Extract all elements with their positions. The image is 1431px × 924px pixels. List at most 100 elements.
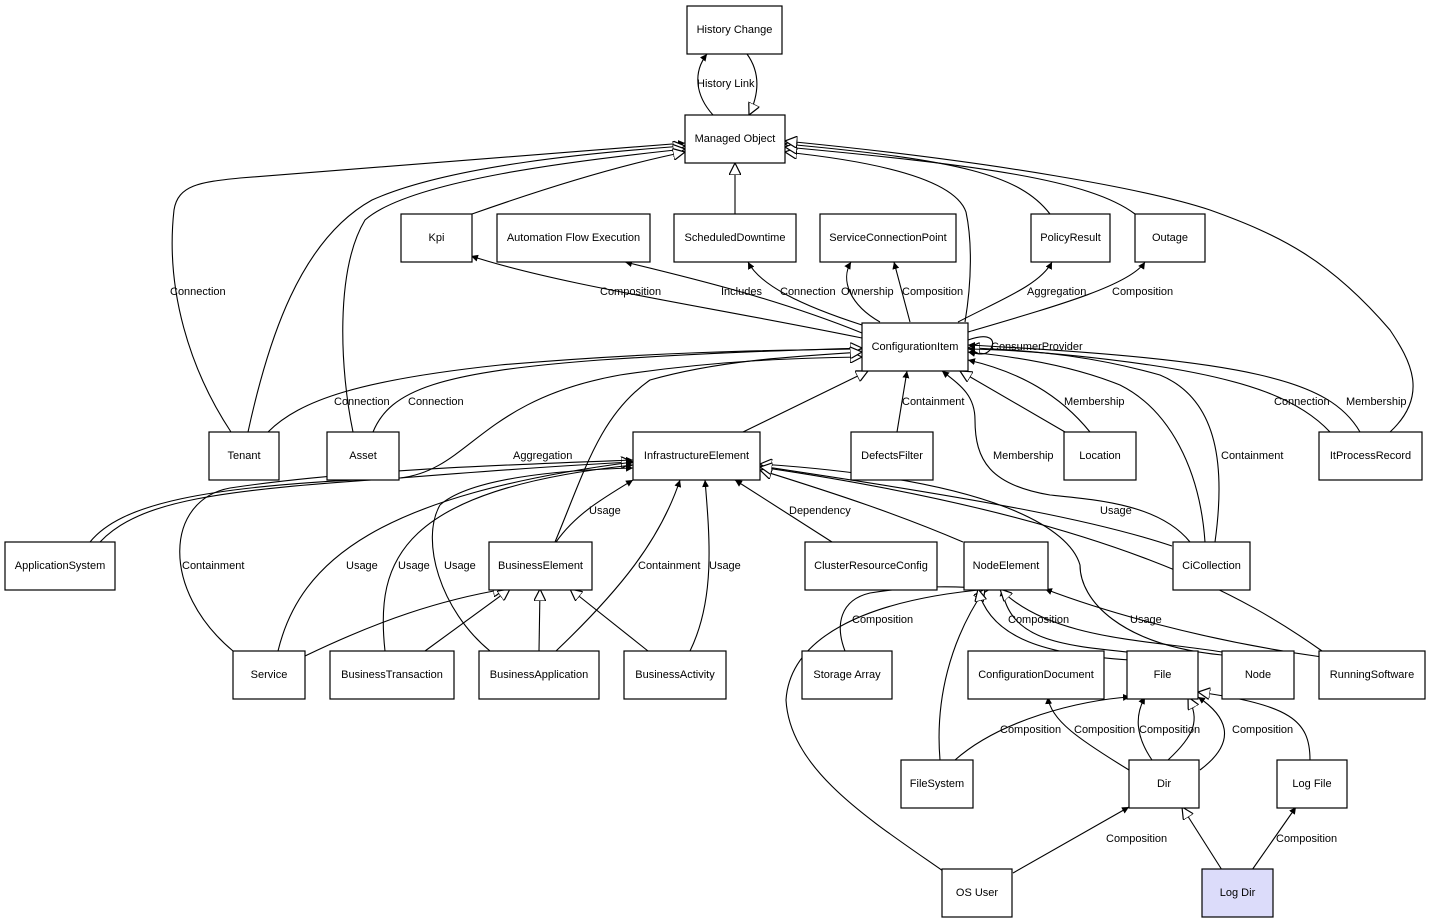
node-node-element[interactable]: NodeElement [963,541,1049,591]
label-cicoll-membership: Membership [993,450,1054,462]
node-business-activity[interactable]: BusinessActivity [623,650,727,700]
label-cicoll-containment: Containment [1221,450,1283,462]
node-file-system[interactable]: FileSystem [900,759,974,809]
label-kpi-composition: Composition [600,286,661,298]
label-afe-includes: Includes [721,286,762,298]
label-scp-ownership: Ownership [841,286,894,298]
node-service-connection-point[interactable]: ServiceConnectionPoint [819,213,957,263]
edge-ci-scp-ownership [844,261,881,323]
node-log-file[interactable]: Log File [1276,759,1348,809]
label-consumer-provider: ConsumerProvider [991,341,1083,353]
node-managed-object[interactable]: Managed Object [684,114,786,164]
node-label: NodeElement [973,560,1040,572]
label-be-usage: Usage [589,505,621,517]
label-service-usage: Usage [346,560,378,572]
node-asset[interactable]: Asset [326,431,400,481]
node-label: ConfigurationItem [872,341,959,353]
label-bact-usage: Usage [709,560,741,572]
edge-osuser-ne [785,589,990,872]
node-location[interactable]: Location [1063,431,1137,481]
label-tenant-ci-connection: Connection [334,396,390,408]
node-label: ItProcessRecord [1330,450,1411,462]
label-tenant-connection: Connection [170,286,226,298]
node-defects-filter[interactable]: DefectsFilter [850,431,934,481]
node-policy-result[interactable]: PolicyResult [1030,213,1111,263]
node-dir[interactable]: Dir [1128,759,1200,809]
node-label: Node [1245,669,1271,681]
edge-file-ne-composition [999,588,1128,653]
node-application-system[interactable]: ApplicationSystem [4,541,116,591]
node-tenant[interactable]: Tenant [208,431,280,481]
node-cluster-resource-config[interactable]: ClusterResourceConfig [804,541,938,591]
edge-location-ci-membership [967,358,1091,433]
node-business-application[interactable]: BusinessApplication [478,650,600,700]
node-file[interactable]: File [1126,650,1199,700]
node-it-process-record[interactable]: ItProcessRecord [1318,431,1423,481]
node-history-change[interactable]: History Change [686,5,783,55]
label-dir-cd-composition: Composition [1074,724,1135,736]
edge-ba-be [539,589,540,652]
node-label: ClusterResourceConfig [814,560,928,572]
edge-bact-be [570,589,649,652]
node-running-software[interactable]: RunningSoftware [1318,650,1426,700]
edge-be-ci [554,352,862,543]
edge-dir-cd-composition [1045,696,1130,771]
edge-cluster-ie-dependency [734,479,833,543]
edge-cicoll-ci-membership [941,370,1191,543]
edge-dir-file-composition-2 [1197,696,1226,771]
edge-bt-ie-usage [382,462,634,652]
label-osuser-composition: Composition [1106,833,1167,845]
node-label: ServiceConnectionPoint [829,232,946,244]
label-ba-containment: Containment [638,560,700,572]
node-service[interactable]: Service [232,650,306,700]
node-label: BusinessTransaction [341,669,443,681]
node-outage[interactable]: Outage [1134,213,1206,263]
edge-service-be [304,589,505,657]
label-storage-composition: Composition [852,614,913,626]
edge-policy-mo [785,144,1051,215]
node-os-user[interactable]: OS User [941,868,1013,918]
edge-ci-mo [785,152,971,323]
node-infrastructure-element[interactable]: InfrastructureElement [632,431,761,481]
edge-logdir-dir [1182,807,1223,871]
node-label: CiCollection [1182,560,1241,572]
node-label: File [1154,669,1172,681]
node-storage-array[interactable]: Storage Array [801,650,893,700]
label-history-link: History Link [697,78,755,90]
node-scheduled-downtime[interactable]: ScheduledDowntime [673,213,797,263]
label-sd-connection: Connection [780,286,836,298]
node-configuration-item[interactable]: ConfigurationItem [861,322,969,372]
node-automation-flow-execution[interactable]: Automation Flow Execution [496,213,651,263]
node-label: Dir [1157,778,1171,790]
node-label: Managed Object [695,133,776,145]
node-label: Outage [1152,232,1188,244]
node-label: InfrastructureElement [644,450,749,462]
edge-filesystem-file-composition [954,693,1131,761]
edge-tenant-mo-generalization [247,146,685,433]
edge-ci-afe-includes [624,260,863,334]
node-configuration-document[interactable]: ConfigurationDocument [967,650,1105,700]
edge-defects-ci-containment [896,370,910,433]
node-label: Kpi [429,232,445,244]
edge-bt-be [424,589,510,652]
edge-itprocess-ci-connection [967,345,1331,433]
node-label: History Change [697,24,773,36]
label-asset-ci-connection: Connection [408,396,464,408]
node-label: BusinessApplication [490,669,588,681]
node-kpi[interactable]: Kpi [400,213,473,263]
edge-ci-kpi-composition [470,254,863,339]
node-business-transaction[interactable]: BusinessTransaction [329,650,455,700]
node-ci-collection[interactable]: CiCollection [1172,541,1251,591]
label-running-usage: Usage [1130,614,1162,626]
label-cluster-dependency: Dependency [789,505,851,517]
edge-cicoll-ci-containment [967,349,1206,543]
edge-be-ie-usage [555,479,634,543]
edge-running-ie [760,467,1323,652]
node-label: Storage Array [813,669,881,681]
node-node[interactable]: Node [1221,650,1295,700]
label-filesystem-composition: Composition [1000,724,1061,736]
edge-logdir-logfile-composition [1251,806,1297,871]
label-dir-file-composition: Composition [1139,724,1200,736]
node-log-dir[interactable]: Log Dir [1201,868,1274,918]
node-business-element[interactable]: BusinessElement [488,541,593,591]
